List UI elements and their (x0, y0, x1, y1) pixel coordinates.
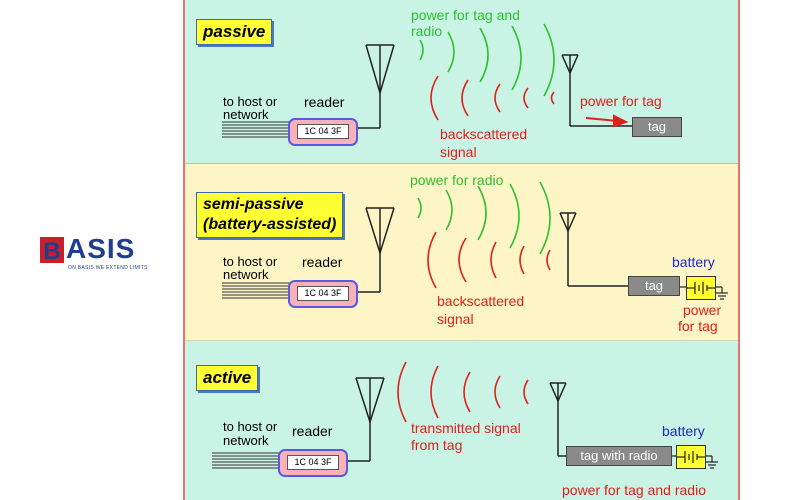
reader-antenna-active-icon (346, 377, 385, 462)
tag-semi-passive: tag (628, 276, 680, 296)
reader-antenna-semi-passive-icon (354, 207, 395, 293)
panel-title-passive: passive (196, 19, 273, 45)
tag-antenna-active-icon (549, 382, 567, 457)
power-label-passive-1: power for tag and (411, 7, 520, 23)
logo-word: ASIS (66, 233, 136, 264)
logo-initial: B (43, 238, 60, 265)
host-label-semi-2: network (223, 267, 269, 282)
host-cable-active (212, 452, 280, 469)
battery-power-label-semi-2: for tag (678, 318, 718, 334)
host-label-passive-2: network (223, 107, 269, 122)
reader-code-active: 1C 04 3F (287, 455, 339, 470)
reader-label-semi: reader (302, 254, 343, 270)
panel-title-semi-passive: semi-passive (battery-assisted) (196, 192, 344, 238)
reader-code-passive: 1C 04 3F (297, 124, 349, 139)
tag-antenna-passive-icon (561, 54, 632, 127)
power-arrow-passive-icon (585, 114, 629, 128)
host-label-passive-1: to host or (223, 94, 278, 109)
reader-label-passive: reader (304, 94, 345, 110)
host-cable-passive (222, 121, 290, 138)
backscatter-label-passive-2: signal (440, 144, 477, 160)
backscatter-label-semi-2: signal (437, 311, 474, 327)
power-waves-passive (419, 23, 555, 97)
diagram-frame (183, 0, 740, 500)
logo-tagline: ON BASIS WE EXTEND LIMITS (68, 265, 148, 271)
host-label-active-2: network (223, 433, 269, 448)
power-label-semi: power for radio (410, 172, 504, 188)
reader-label-active: reader (292, 423, 333, 439)
backscatter-label-passive-1: backscattered (440, 126, 528, 142)
panel-active (185, 341, 738, 500)
power-label-passive-2: radio (411, 23, 443, 39)
transmit-waves-active (397, 361, 529, 423)
reader-antenna-passive-icon (354, 44, 395, 129)
battery-power-label-semi-1: power (683, 302, 722, 318)
reader-device-semi: 1C 04 3F (288, 280, 358, 308)
panel-title-semi-passive-2: (battery-assisted) (203, 216, 337, 233)
backscatter-waves-passive (430, 75, 555, 121)
host-label-active-1: to host or (223, 419, 278, 434)
battery-active-icon (676, 445, 706, 469)
battery-semi-passive-icon (686, 276, 716, 300)
panel-title-semi-passive-1: semi-passive (203, 196, 304, 213)
tag-antenna-semi-passive-icon (559, 212, 628, 287)
reader-device-passive: 1C 04 3F (288, 118, 358, 146)
battery-wire-semi-passive (680, 286, 728, 300)
transmit-label-active-1: transmitted signal (411, 420, 521, 436)
tag-passive: tag (632, 117, 682, 137)
power-waves-semi-passive (417, 181, 551, 255)
tag-power-label-passive: power for tag (580, 93, 662, 109)
reader-code-semi: 1C 04 3F (297, 286, 349, 301)
backscatter-label-semi-1: backscattered (437, 293, 525, 309)
basis-logo: B ASIS ON BASIS WE EXTEND LIMITS (38, 233, 153, 275)
reader-device-active: 1C 04 3F (278, 449, 348, 477)
host-cable-semi-passive (222, 282, 290, 299)
host-label-semi-1: to host or (223, 254, 278, 269)
tag-active: tag with radio (566, 446, 672, 466)
battery-label-active: battery (662, 423, 705, 439)
basis-logo-mark-icon: B (40, 237, 64, 265)
backscatter-waves-semi-passive (427, 231, 551, 289)
battery-label-semi: battery (672, 254, 715, 270)
panel-title-active: active (196, 365, 259, 391)
battery-power-label-active: power for tag and radio (562, 482, 706, 498)
transmit-label-active-2: from tag (411, 437, 463, 453)
